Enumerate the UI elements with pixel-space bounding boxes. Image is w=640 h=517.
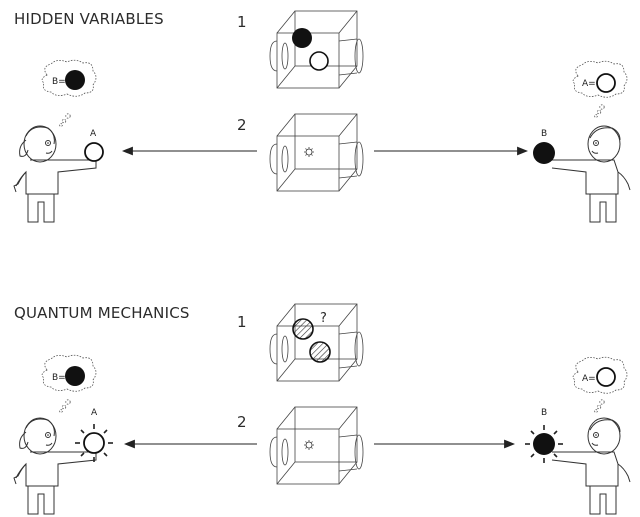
thought-ball-black	[65, 70, 85, 90]
step-2-label: 2	[237, 413, 247, 431]
box-step-2	[269, 113, 364, 192]
ball-a-glowing	[74, 423, 114, 463]
thought-text: A=	[582, 79, 596, 89]
step-1-label: 1	[237, 313, 247, 331]
spark-icon	[303, 439, 315, 451]
box-step-1: ?	[269, 303, 364, 382]
ball-b-black	[533, 142, 555, 164]
hatched-ball	[309, 341, 331, 363]
thought-text: B=	[52, 373, 66, 383]
question-mark: ?	[320, 311, 327, 326]
ball-label: A	[90, 129, 97, 139]
ball-label: B	[541, 129, 547, 139]
thought-text: B=	[52, 77, 66, 87]
right-person: A= B	[524, 356, 631, 515]
ball-b-glowing	[524, 424, 564, 464]
step-2-label: 2	[237, 116, 247, 134]
ball-label: A	[91, 408, 98, 418]
thought-ball-white	[596, 73, 616, 93]
thought-text: A=	[582, 374, 596, 384]
section-title: HIDDEN VARIABLES	[14, 10, 164, 28]
left-person: B= A	[13, 59, 104, 223]
section-title: QUANTUM MECHANICS	[14, 304, 190, 322]
section-quantum-mechanics: QUANTUM MECHANICS 1 2 ? B= A	[13, 303, 631, 515]
thought-ball-white	[596, 367, 616, 387]
ball-label: B	[541, 408, 547, 418]
white-ball	[309, 51, 329, 71]
thought-ball-black	[65, 366, 85, 386]
hatched-ball	[292, 318, 314, 340]
spark-icon	[303, 146, 315, 158]
right-person: A= B	[533, 60, 631, 223]
box-step-1	[269, 10, 364, 89]
left-person: B= A	[13, 354, 114, 515]
ball-a-white	[84, 142, 104, 162]
section-hidden-variables: HIDDEN VARIABLES 1 2 B= A	[13, 10, 631, 223]
black-ball	[292, 28, 312, 48]
box-step-2	[269, 406, 364, 485]
step-1-label: 1	[237, 13, 247, 31]
